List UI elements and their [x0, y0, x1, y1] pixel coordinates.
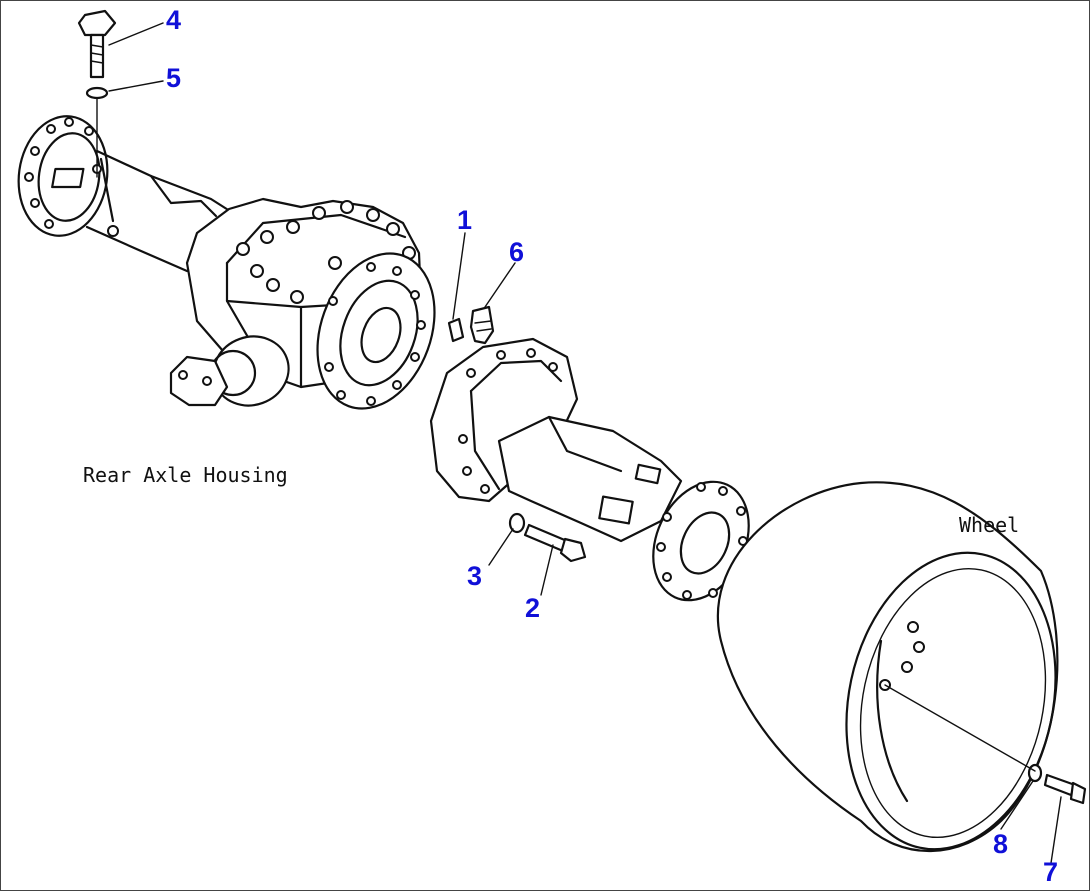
wheel-bolt-holes — [879, 621, 925, 691]
right-flange-holes — [324, 262, 426, 406]
rear-axle-tube-drawing — [429, 337, 750, 602]
part-1-pin — [447, 317, 465, 343]
callout-1: 1 — [457, 205, 473, 235]
callout-7: 7 — [1043, 857, 1059, 887]
housing-right-flange — [316, 252, 436, 410]
callout-2: 2 — [525, 593, 541, 623]
wheel-rim-inner — [845, 551, 1057, 851]
callout-5: 5 — [166, 63, 182, 93]
wheel-label: Wheel — [959, 513, 1020, 537]
housing-boss — [51, 167, 85, 189]
tube-inner-flange — [429, 337, 579, 503]
callout-8: 8 — [993, 829, 1009, 859]
part-4-bolt — [77, 9, 117, 79]
rear-axle-housing-label: Rear Axle Housing — [83, 463, 288, 487]
wheel-rim-outer — [716, 481, 1059, 853]
callout-6: 6 — [509, 237, 525, 267]
rear-axle-housing-drawing — [17, 115, 436, 410]
part-5-washer — [85, 86, 109, 100]
leader-lines — [108, 22, 1062, 864]
part-3-washer — [508, 512, 526, 534]
part-8-washer — [1027, 763, 1043, 783]
part-2-bolt — [523, 523, 587, 563]
flange-bolt-holes — [24, 117, 102, 229]
callout-4: 4 — [166, 5, 182, 35]
pinion-yoke — [169, 355, 229, 407]
wheel-drawing — [716, 481, 1059, 853]
callout-3: 3 — [467, 561, 483, 591]
part-7-bolt — [1043, 773, 1087, 805]
part-6-plug — [469, 305, 495, 345]
tube-flange-holes — [458, 348, 558, 494]
